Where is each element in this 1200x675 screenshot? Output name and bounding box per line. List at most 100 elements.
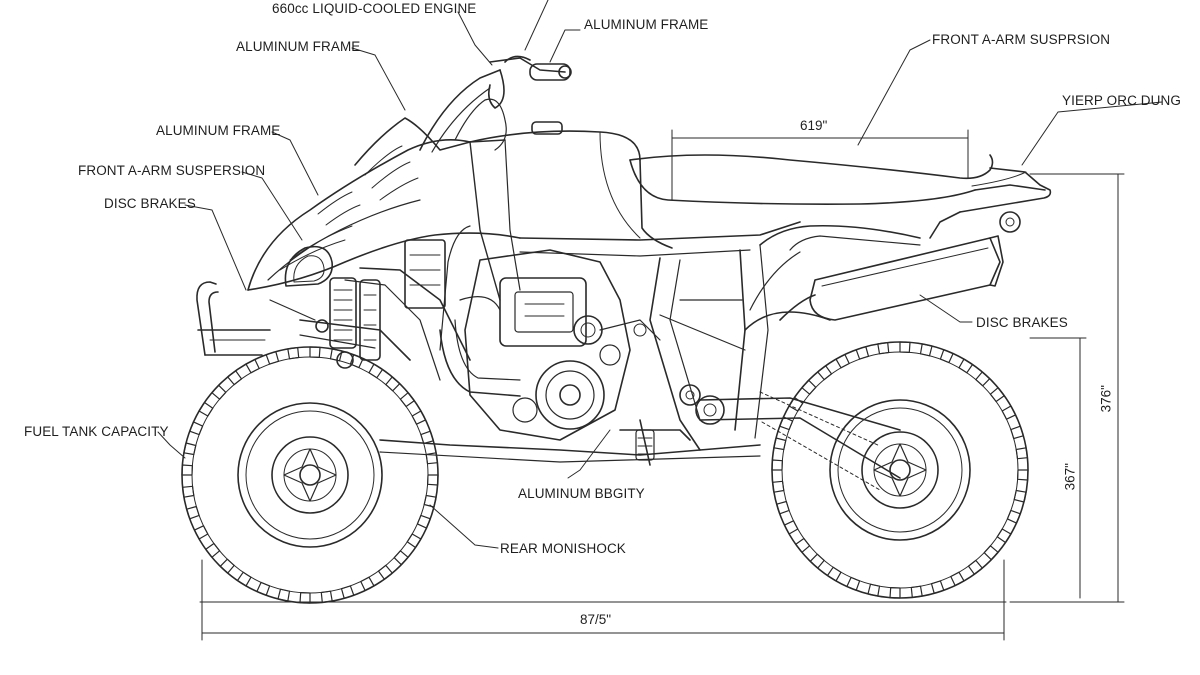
tire-tread-block	[1015, 447, 1028, 460]
tire-tread-block	[406, 533, 422, 549]
tire-tread-block	[1017, 469, 1029, 481]
tire-tread-block	[783, 520, 799, 535]
dimension-wheel-height: 367"	[1062, 463, 1078, 491]
tire-tread-block	[360, 576, 375, 592]
tire-tread-block	[855, 346, 870, 360]
callout-engine: 660cc LIQUID-COOLED ENGINE	[272, 1, 477, 16]
front-bodywork	[247, 117, 521, 291]
tire-tread-block	[416, 514, 431, 529]
tire-tread-block	[320, 590, 333, 603]
tire-tread-block	[826, 566, 842, 582]
tire-tread-block	[189, 421, 204, 436]
tire-tread-block	[181, 464, 193, 476]
callout-aluminum-frame-top: ALUMINUM FRAME	[584, 17, 709, 32]
callout-front-suspension-left: FRONT A-ARM SUSPERSION	[78, 163, 266, 178]
tire-tread-block	[265, 351, 280, 365]
tire-tread-block	[867, 583, 881, 597]
tire-tread-block	[1001, 405, 1017, 420]
handlebar	[419, 55, 572, 153]
tire-tread-block	[899, 341, 911, 353]
tire-tread-block	[183, 442, 197, 456]
tire-tread-block	[877, 342, 890, 355]
tire-tread-block	[227, 370, 243, 386]
tire-tread-block	[989, 387, 1005, 403]
engine	[404, 239, 701, 441]
tire-tread-block	[385, 376, 401, 392]
front-bumper	[196, 281, 271, 356]
tire-tread-block	[211, 384, 227, 400]
tire-tread-block	[889, 587, 901, 599]
rear-wheel	[771, 341, 1029, 599]
callout-aluminum-bottom: ALUMINUM BBGITY	[518, 486, 645, 501]
tire-tread-block	[193, 525, 209, 540]
tire-tread-block	[795, 537, 811, 553]
tire-tread-block	[299, 592, 311, 604]
tire-tread-block	[277, 588, 291, 602]
tire-tread-block	[996, 528, 1012, 544]
tire-tread-block	[420, 430, 434, 445]
tire-tread-block	[835, 353, 850, 369]
callout-front-suspension-right: FRONT A-ARM SUSPRSION	[932, 32, 1111, 47]
tire-tread-block	[340, 585, 355, 599]
callout-fuel-tank: FUEL TANK CAPACITY	[24, 424, 169, 439]
tire-tread-block	[287, 347, 300, 360]
tire-tread-block	[939, 349, 954, 364]
dimension-lines	[199, 129, 1125, 641]
callout-rear-right: YIERP ORC DUNG	[1062, 93, 1181, 108]
tire-tread-block	[817, 365, 833, 381]
tire-tread-block	[427, 474, 439, 486]
tank-and-seat	[469, 121, 1052, 249]
dimension-overall-height: 376"	[1098, 385, 1114, 413]
callout-aluminum-frame-left-1: ALUMINUM FRAME	[236, 39, 361, 54]
tire-tread-block	[245, 358, 260, 374]
tire-tread-block	[423, 494, 437, 508]
tire-tread-block	[776, 500, 790, 515]
tire-tread-block	[393, 550, 409, 566]
tire-tread-block	[779, 416, 794, 431]
tire-tread-block	[1013, 489, 1027, 503]
tire-tread-block	[771, 459, 783, 471]
tire-tread-block	[975, 371, 991, 387]
swingarm	[695, 391, 901, 491]
tire-tread-block	[182, 485, 195, 498]
exhaust-muffler	[779, 235, 1004, 321]
tire-tread-block	[256, 581, 271, 596]
tire-tread-block	[809, 553, 825, 569]
tire-tread-block	[983, 545, 999, 561]
callout-rear-monoshock: REAR MONISHOCK	[500, 541, 626, 556]
tire-tread-block	[219, 558, 235, 574]
tire-tread-block	[1010, 425, 1024, 440]
tire-tread-block	[236, 571, 252, 587]
tire-tread-block	[930, 580, 945, 594]
tire-tread-block	[773, 437, 787, 451]
tire-tread-block	[910, 585, 923, 598]
tire-tread-block	[1006, 509, 1021, 524]
tire-tread-block	[411, 410, 427, 425]
tire-tread-block	[772, 480, 785, 493]
tire-tread-block	[425, 452, 438, 465]
front-wheel	[181, 346, 439, 604]
dimension-seat-length: 619"	[800, 118, 828, 133]
tire-tread-block	[205, 542, 221, 558]
tire-tread-block	[846, 576, 861, 591]
callout-aluminum-frame-left-2: ALUMINUM FRAME	[156, 123, 281, 138]
rear-shock	[635, 419, 655, 466]
tire-tread-block	[399, 392, 415, 408]
tire-tread-block	[198, 401, 214, 417]
tire-tread-block	[958, 358, 974, 374]
tire-tread-block	[950, 571, 965, 587]
tire-tread-block	[368, 363, 384, 379]
tire-tread-block	[967, 559, 983, 575]
callout-disc-brakes-right: DISC BRAKES	[976, 315, 1068, 330]
tire-tread-block	[186, 505, 200, 520]
leader-lines	[157, 0, 1163, 549]
tire-tread-block	[801, 379, 817, 395]
dimension-overall-length: 87/5"	[580, 612, 612, 627]
front-suspension	[269, 277, 411, 369]
tire-tread-block	[377, 564, 393, 580]
callout-disc-brakes-left: DISC BRAKES	[104, 196, 196, 211]
frame	[344, 139, 921, 463]
tire-tread-block	[309, 346, 321, 358]
